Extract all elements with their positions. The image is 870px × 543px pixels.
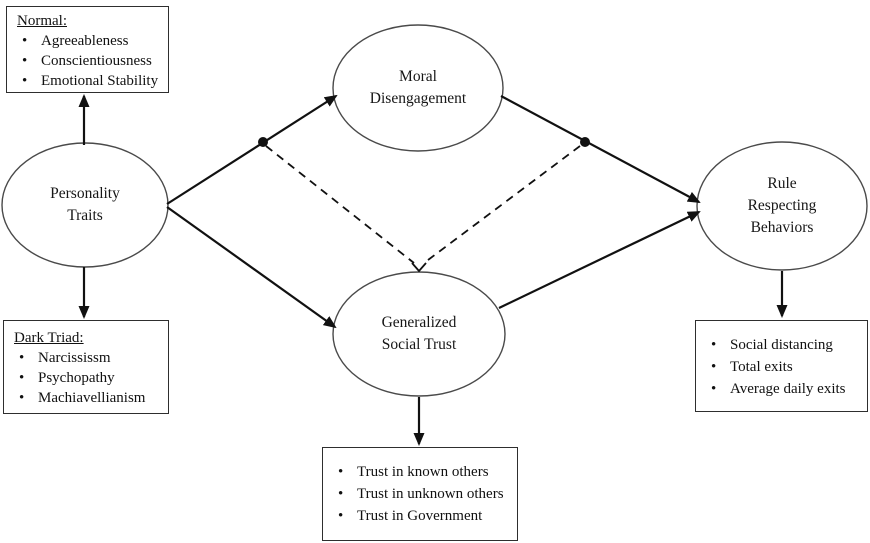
list-item: Trust in unknown others xyxy=(329,483,511,505)
trust-indicators-box: Trust in known others Trust in unknown o… xyxy=(322,447,518,541)
list-item: Average daily exits xyxy=(702,378,861,400)
moral-disengagement-ellipse xyxy=(332,24,504,152)
list-item: Conscientiousness xyxy=(13,51,162,71)
list-item: Total exits xyxy=(702,356,861,378)
moderation-dot-left xyxy=(258,137,268,147)
generalized-social-trust-ellipse xyxy=(332,271,506,397)
bullet-list: Social distancing Total exits Average da… xyxy=(702,334,861,400)
bullet-list: Trust in known others Trust in unknown o… xyxy=(329,461,511,527)
dashed-line-right-to-trust xyxy=(423,145,581,264)
dark-triad-box: Dark Triad: Narcississm Psychopathy Mach… xyxy=(3,320,169,414)
list-item: Trust in Government xyxy=(329,505,511,527)
dashed-line-left-to-trust xyxy=(265,145,415,264)
arrow-personality-to-moral xyxy=(166,94,338,205)
list-item: Trust in known others xyxy=(329,461,511,483)
bullet-list: Narcississm Psychopathy Machiavellianism xyxy=(10,348,162,408)
outcomes-box: Social distancing Total exits Average da… xyxy=(695,320,868,412)
moderation-dot-right xyxy=(580,137,590,147)
rule-respecting-behaviors-ellipse xyxy=(696,141,868,271)
list-item: Psychopathy xyxy=(10,368,162,388)
list-item: Narcississm xyxy=(10,348,162,368)
box-title: Dark Triad: xyxy=(14,330,84,346)
personality-traits-ellipse xyxy=(1,142,169,268)
arrow-moral-to-rule xyxy=(500,95,701,203)
arrow-trust-to-rule xyxy=(498,211,701,309)
list-item: Social distancing xyxy=(702,334,861,356)
bullet-list: Agreeableness Conscientiousness Emotiona… xyxy=(13,31,162,91)
normal-traits-box: Normal: Agreeableness Conscientiousness … xyxy=(6,6,169,93)
list-item: Emotional Stability xyxy=(13,71,162,91)
list-item: Machiavellianism xyxy=(10,388,162,408)
list-item: Agreeableness xyxy=(13,31,162,51)
dashed-arrowhead-icon xyxy=(411,262,427,273)
arrow-personality-to-trust xyxy=(166,206,337,329)
box-title: Normal: xyxy=(17,13,67,29)
